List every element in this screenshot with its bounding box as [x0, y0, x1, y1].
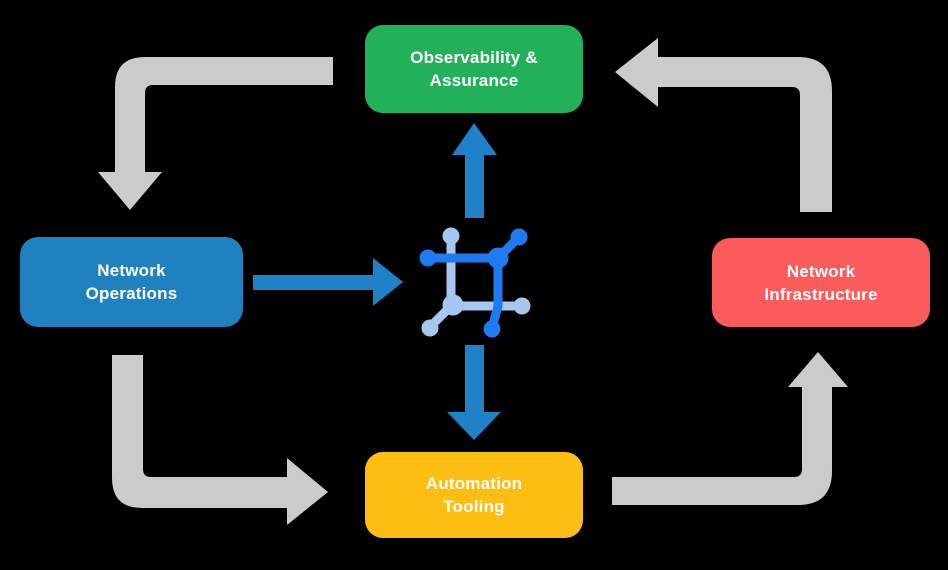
icon-dark-node-left [419, 249, 437, 267]
arrow-automation-to-infrastructure [612, 352, 848, 505]
icon-light-node-right [513, 297, 531, 315]
arrow-operations-to-automation [112, 355, 328, 525]
arrow-operations-to-center [253, 258, 403, 306]
arrow-observability-to-operations [98, 57, 333, 210]
node-label-line: Automation [425, 474, 523, 493]
node-label-line: Network [786, 261, 856, 281]
network-nodes-icon [419, 227, 531, 338]
icon-light-node-bottomleft-outer [421, 319, 439, 337]
node-label-line: Assurance [429, 71, 519, 90]
node-automation-tooling: Automation Tooling [365, 452, 583, 538]
arrow-center-to-automation [447, 345, 501, 440]
node-label-line: Network [97, 261, 166, 280]
arrow-center-to-observability [452, 123, 497, 218]
icon-light-node-top [442, 227, 460, 245]
node-observability-assurance: Observability & Assurance [365, 25, 583, 113]
node-network-operations: Network Operations [20, 237, 243, 327]
icon-light-corner-node [442, 294, 464, 316]
node-network-infrastructure: Network Infrastructure [712, 238, 930, 327]
node-label-line: Tooling [443, 497, 505, 516]
arrow-infrastructure-to-observability [615, 38, 832, 212]
icon-dark-node-topright-outer [510, 228, 528, 246]
icon-dark-node-bottom [483, 320, 501, 338]
node-label-line: Infrastructure [764, 284, 878, 304]
node-label-line: Observability & [410, 48, 538, 67]
node-label-line: Operations [85, 284, 178, 303]
icon-dark-corner-node [487, 247, 509, 269]
